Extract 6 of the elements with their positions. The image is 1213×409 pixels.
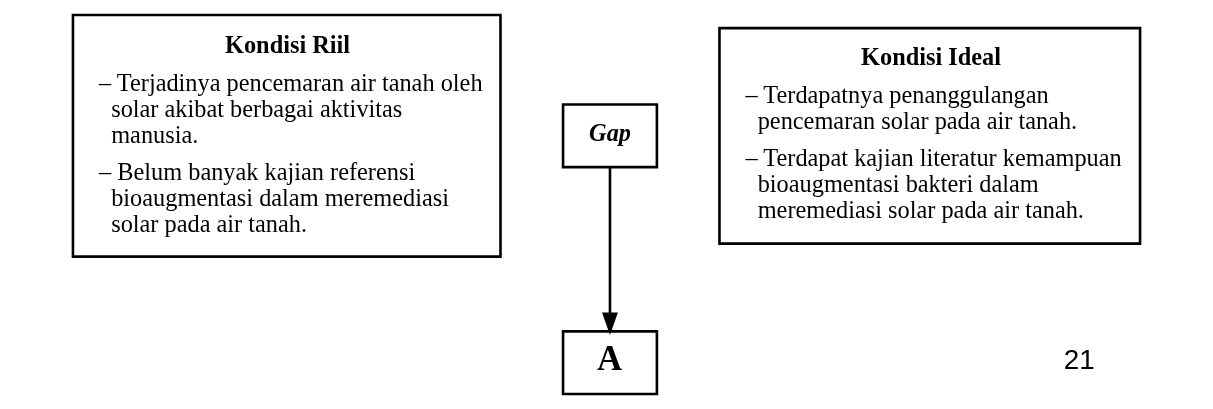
node-box: Gap — [561, 103, 659, 169]
label: 21 — [1063, 344, 1095, 376]
node-box: Kondisi Riil – Terjadinya pencemaran air tanah oleh solar akibat berbagai aktivitas manusia. – Belum banyak kajian referensi bioaugmentasi dalam meremediasi solar pada air tanah. — [71, 13, 502, 258]
arrow — [602, 167, 618, 336]
node-box: A — [561, 330, 659, 396]
node-box: Kondisi Ideal – Terdapatnya penanggulangan pencemaran solar pada air tanah. – Terdapat kajian literatur kemampuan bioaugmentasi bakteri dalam meremediasi solar pada air tanah. — [718, 26, 1142, 245]
